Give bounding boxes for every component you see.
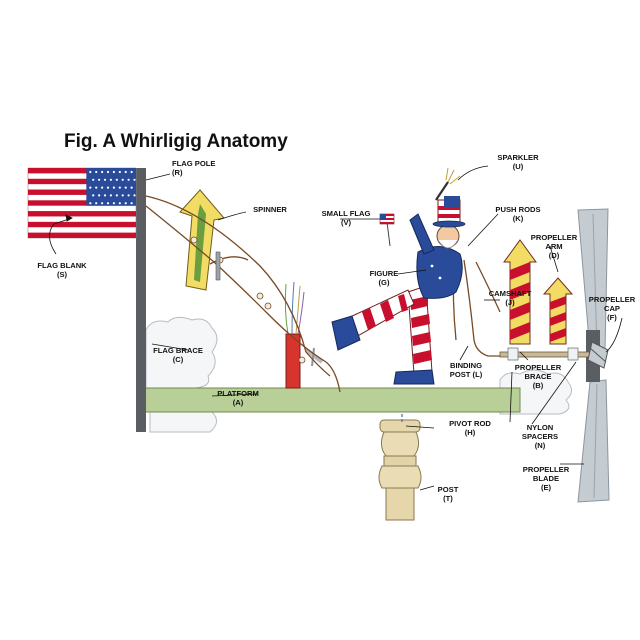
nylon-spacer xyxy=(507,347,519,361)
label-line: PROPELLER xyxy=(531,233,578,242)
label-line: PUSH RODS xyxy=(495,205,540,214)
sparkler xyxy=(435,167,461,201)
spinner-hub xyxy=(215,251,221,281)
push-rod-wires xyxy=(145,195,580,393)
label-line: PROPELLER xyxy=(515,363,562,372)
leader-lines xyxy=(49,165,623,491)
label-platform: PLATFORM(A) xyxy=(217,389,259,407)
label-spinner: SPINNER xyxy=(253,205,287,214)
platform-board xyxy=(139,387,521,413)
label-flag-blank: FLAG BLANK(S) xyxy=(37,261,87,279)
label-line: (J) xyxy=(505,298,515,307)
label-line: FIGURE xyxy=(370,269,399,278)
label-line: (T) xyxy=(443,494,453,503)
firework-rocket-large xyxy=(503,239,537,345)
label-line: (D) xyxy=(549,251,560,260)
label-line: PROPELLER xyxy=(523,465,570,474)
label-line: (N) xyxy=(535,441,546,450)
label-line: PIVOT ROD xyxy=(449,419,491,428)
label-figure: FIGURE(G) xyxy=(370,269,399,287)
label-push-rods: PUSH RODS(K) xyxy=(495,205,540,223)
label-flag-pole: FLAG POLE(R) xyxy=(172,159,215,177)
label-line: BINDING xyxy=(450,361,482,370)
spinner-wires xyxy=(284,281,305,335)
label-line: CAMSHAFT xyxy=(489,289,532,298)
label-line: PROPELLER xyxy=(589,295,636,304)
label-post: POST(T) xyxy=(438,485,459,503)
flag-blank xyxy=(27,167,137,239)
label-line: BRACE xyxy=(524,372,551,381)
part-labels: FLAG POLE(R) FLAG BLANK(S) SPINNER FLAG BRA… xyxy=(37,153,635,503)
propeller-cap xyxy=(587,341,609,369)
label-line: (G) xyxy=(379,278,390,287)
label-line: CAP xyxy=(604,304,620,313)
label-line: (R) xyxy=(172,168,183,177)
post xyxy=(378,419,422,521)
label-line: SPARKLER xyxy=(497,153,539,162)
label-line: (A) xyxy=(233,398,244,407)
wire-beads xyxy=(190,236,306,364)
label-line: BLADE xyxy=(533,474,559,483)
label-line: ARM xyxy=(545,242,562,251)
label-line: (K) xyxy=(513,214,524,223)
label-line: (U) xyxy=(513,162,524,171)
figure-boot-back xyxy=(393,369,435,385)
label-line: NYLON xyxy=(527,423,554,432)
label-sparkler: SPARKLER(U) xyxy=(497,153,539,171)
label-line: SPINNER xyxy=(253,205,287,214)
label-line: SMALL FLAG xyxy=(322,209,371,218)
propeller-blade-lower xyxy=(577,379,610,503)
propeller xyxy=(577,208,610,503)
label-line: FLAG BLANK xyxy=(37,261,87,270)
figure-uncle-sam xyxy=(331,196,466,385)
label-line: FLAG BRACE xyxy=(153,346,203,355)
firework-rocket-small xyxy=(542,277,574,345)
label-line: POST (L) xyxy=(450,370,483,379)
label-line: (B) xyxy=(533,381,544,390)
nylon-spacer-2 xyxy=(567,347,579,361)
label-line: (C) xyxy=(173,355,184,364)
label-pivot-rod: PIVOT ROD(H) xyxy=(449,419,491,437)
label-line: SPACERS xyxy=(522,432,558,441)
label-line: PLATFORM xyxy=(217,389,259,398)
figure-title: Fig. A Whirligig Anatomy xyxy=(64,131,288,152)
flag-brace-block xyxy=(145,316,218,433)
spinner-blades xyxy=(304,347,324,367)
flag-pole xyxy=(136,168,146,432)
small-flag xyxy=(379,213,395,247)
label-small-flag: SMALL FLAG(V) xyxy=(322,209,371,227)
label-line: (V) xyxy=(341,218,352,227)
label-line: (E) xyxy=(541,483,552,492)
label-line: (H) xyxy=(465,428,476,437)
label-line: (F) xyxy=(607,313,617,322)
label-line: (S) xyxy=(57,270,68,279)
label-line: POST xyxy=(438,485,459,494)
figure-boot-front xyxy=(331,315,361,351)
label-flag-brace: FLAG BRACE(C) xyxy=(153,346,203,364)
label-line: FLAG POLE xyxy=(172,159,215,168)
label-camshaft: CAMSHAFT(J) xyxy=(489,289,532,307)
